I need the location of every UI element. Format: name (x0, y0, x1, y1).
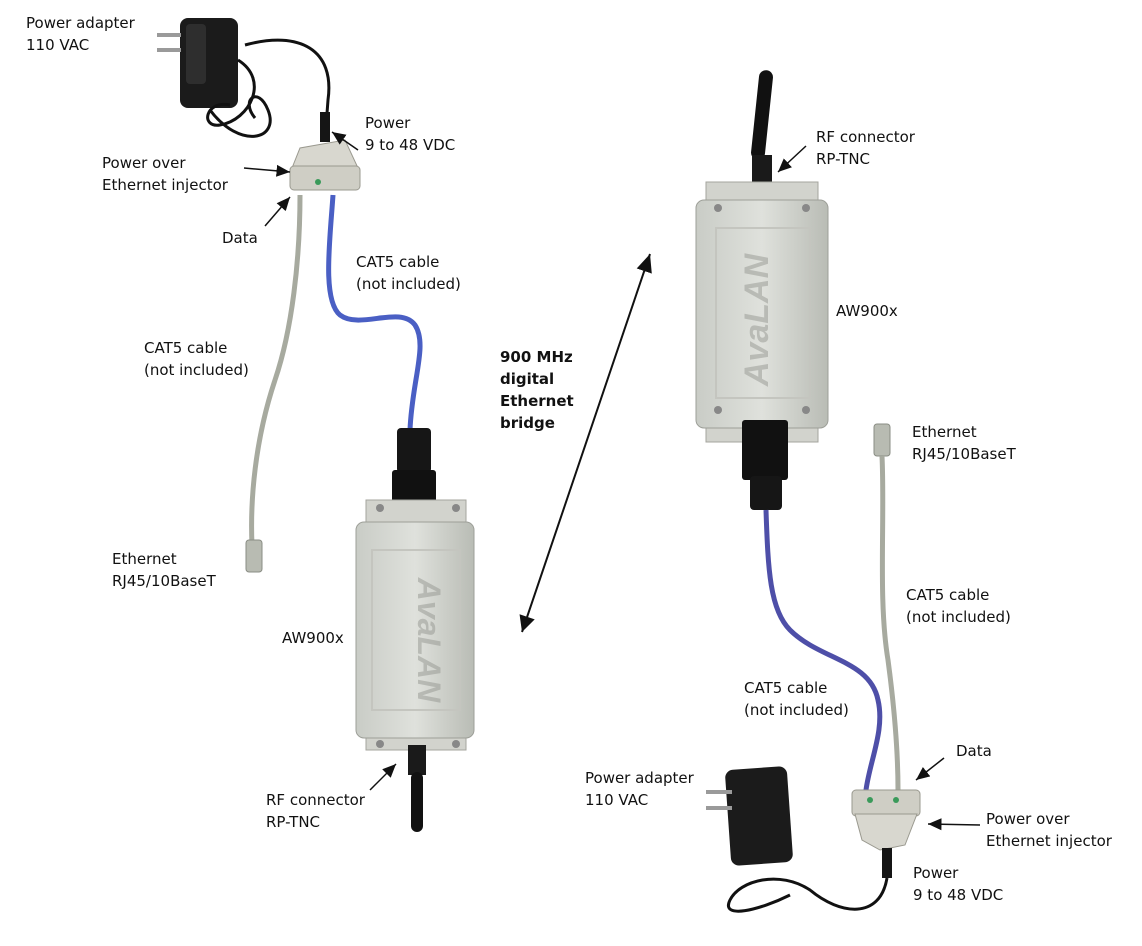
left-power-adapter-label: Power adapter 110 VAC (26, 14, 135, 54)
right-aw900x-enclosure: AvaLAN (695, 181, 829, 443)
left-aw900x-enclosure: AvaLAN (355, 499, 475, 751)
left-blue-cat5-cable (326, 194, 423, 431)
left-rf-connector-label: RF connector RP-TNC (266, 791, 365, 831)
left-brand-logo: AvaLAN (411, 577, 447, 703)
right-poe-arrow (927, 818, 981, 831)
bridge-link-arrow (519, 253, 652, 633)
left-cat5-gray-label: CAT5 cable (not included) (144, 339, 249, 379)
right-power-adapter-image (706, 766, 793, 866)
left-rj45-plug (245, 539, 263, 573)
right-cat5-gray-label: CAT5 cable (not included) (906, 586, 1011, 626)
right-cat5-blue-label: CAT5 cable (not included) (744, 679, 849, 719)
left-rf-antenna (408, 745, 426, 832)
left-power-arrow (331, 131, 359, 151)
right-power-adapter-label: Power adapter 110 VAC (585, 769, 694, 809)
bridge-label: 900 MHz digital Ethernet bridge (500, 348, 574, 432)
right-poe-injector-image (851, 789, 921, 851)
left-data-label: Data (222, 229, 258, 247)
right-device-label: AW900x (836, 302, 898, 320)
left-rf-arrow (369, 763, 397, 791)
right-cable-gland (742, 420, 788, 510)
left-power-label: Power 9 to 48 VDC (365, 114, 456, 154)
left-cat5-blue-label: CAT5 cable (not included) (356, 253, 461, 293)
right-gray-data-cable (879, 455, 901, 791)
right-rf-arrow (777, 145, 807, 173)
left-gray-data-cable (249, 194, 303, 546)
right-poe-injector-label: Power over Ethernet injector (986, 810, 1112, 850)
left-data-arrow (264, 196, 291, 227)
left-power-adapter-image (157, 18, 272, 138)
left-device-label: AW900x (282, 629, 344, 647)
left-poe-injector-label: Power over Ethernet injector (102, 154, 228, 194)
left-poe-injector-image (289, 139, 361, 191)
right-rf-connector-label: RF connector RP-TNC (816, 128, 915, 168)
right-blue-cat5-cable (763, 509, 883, 791)
right-data-label: Data (956, 742, 992, 760)
right-rj45-plug (873, 423, 891, 457)
right-dc-cable (727, 877, 889, 913)
right-ethernet-label: Ethernet RJ45/10BaseT (912, 423, 1016, 463)
right-power-label: Power 9 to 48 VDC (913, 864, 1004, 904)
left-dc-cable (244, 38, 331, 141)
left-ethernet-label: Ethernet RJ45/10BaseT (112, 550, 216, 590)
right-data-arrow (915, 757, 945, 781)
left-poe-arrow (243, 164, 291, 177)
right-rf-antenna (751, 70, 773, 190)
right-brand-logo: AvaLAN (738, 252, 776, 387)
